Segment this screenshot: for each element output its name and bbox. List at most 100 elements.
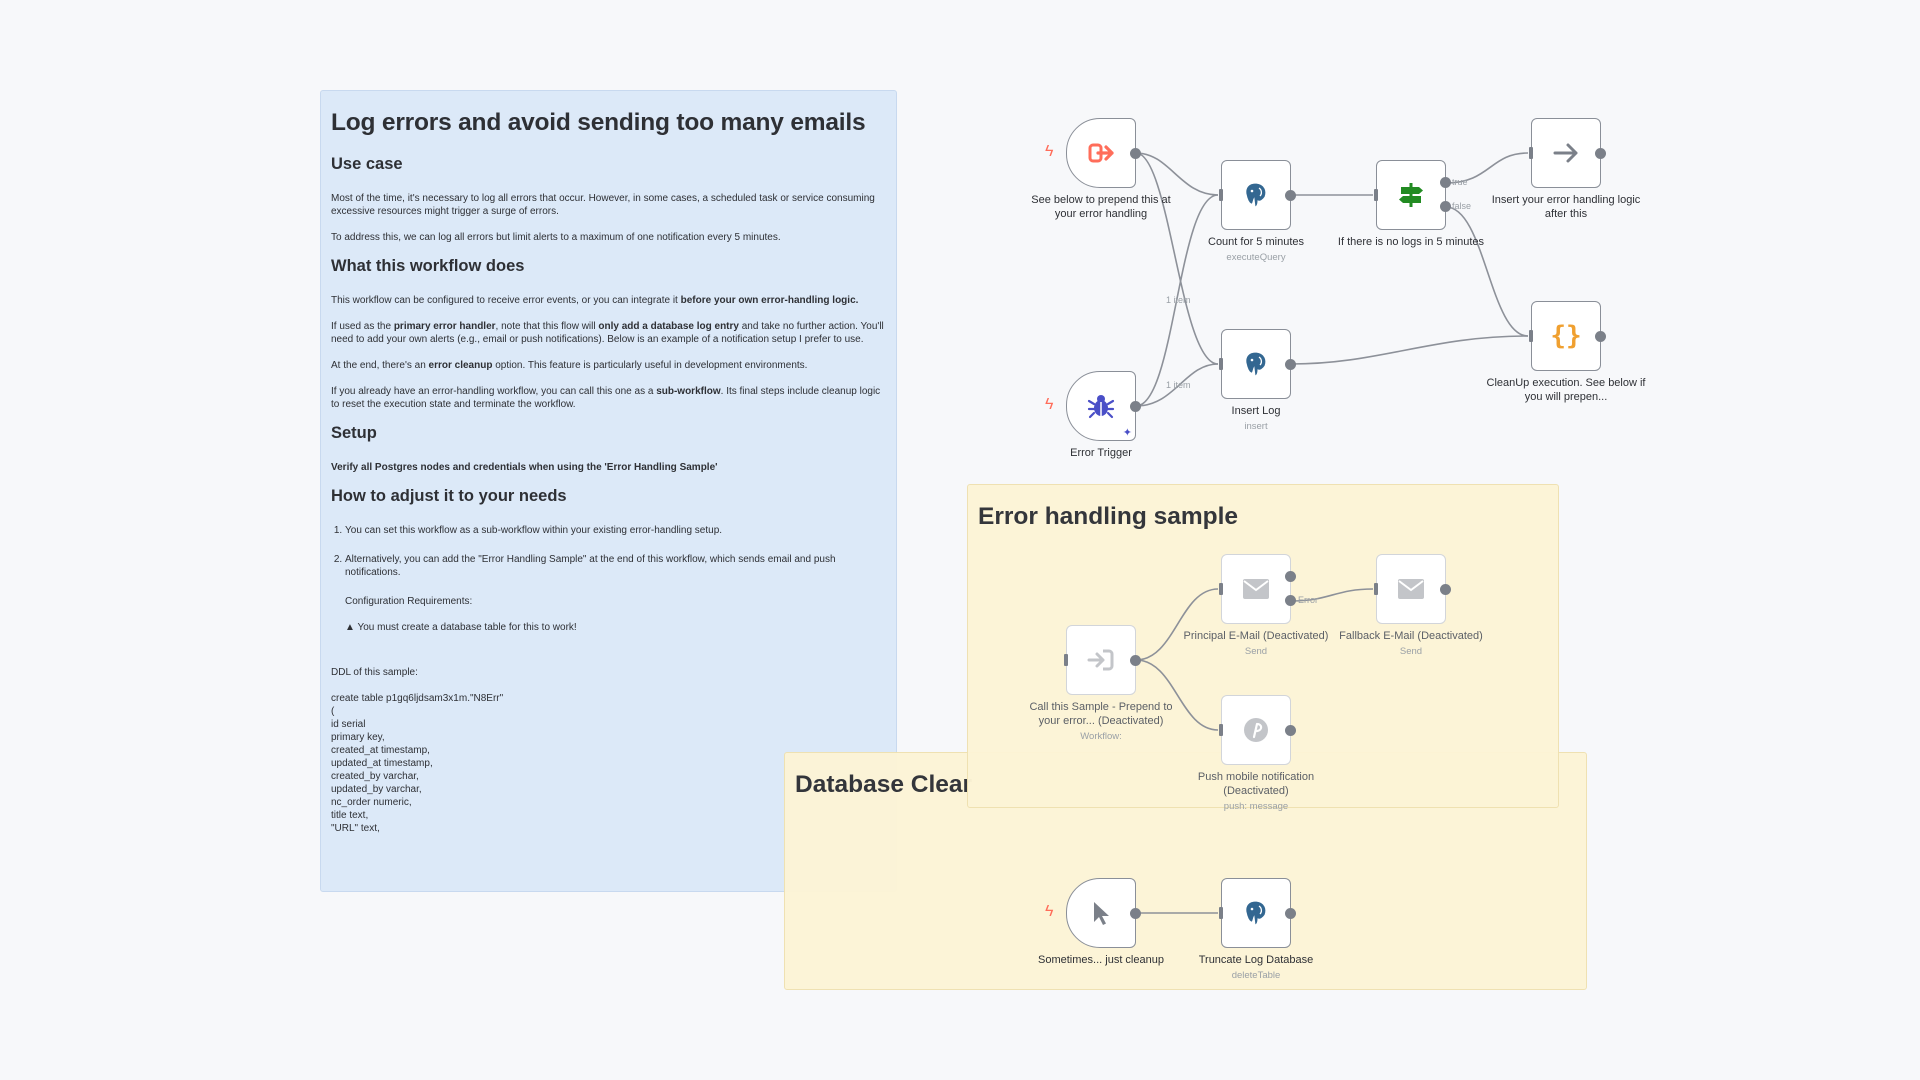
output-handle[interactable]: [1285, 908, 1296, 919]
ddl-code: create table p1gq6ljdsam3x1m."N8Err" ( i…: [331, 692, 886, 835]
cursor-icon: [1088, 899, 1114, 927]
input-handle[interactable]: [1219, 189, 1223, 201]
node-label: Insert Log insert: [1176, 404, 1336, 434]
node-subtitle: executeQuery: [1226, 252, 1286, 263]
node-cleanup-execution[interactable]: {}: [1529, 301, 1606, 371]
connection-insertlog-cleanup[interactable]: [1290, 335, 1529, 365]
text-span: This workflow can be configured to recei…: [331, 295, 681, 306]
list-item: You can set this workflow as a sub-workf…: [345, 524, 886, 537]
node-call-sample[interactable]: [1064, 625, 1141, 695]
text-span: At the end, there's an: [331, 360, 429, 371]
output-handle[interactable]: [1285, 359, 1296, 370]
sticky-note-documentation[interactable]: Log errors and avoid sending too many em…: [320, 90, 897, 892]
node-title: Insert Log: [1231, 405, 1281, 417]
output-handle[interactable]: [1595, 148, 1606, 159]
output-handle[interactable]: [1440, 584, 1451, 595]
postgres-icon: [1241, 898, 1271, 928]
input-handle[interactable]: [1219, 583, 1223, 595]
input-handle[interactable]: [1374, 583, 1378, 595]
connection-principal-fallback[interactable]: [1290, 588, 1374, 602]
ddl-line: title text,: [331, 810, 369, 821]
node-insert-log[interactable]: [1219, 329, 1296, 399]
bold-span: error cleanup: [428, 360, 493, 371]
node-label: Error Trigger: [1070, 447, 1132, 459]
trigger-bolt-icon: ϟ: [1045, 143, 1054, 160]
ddl-line: updated_by varchar,: [331, 784, 422, 795]
connection-call-push[interactable]: [1135, 659, 1219, 731]
sign-out-icon: [1087, 139, 1115, 167]
connection-if-true[interactable]: [1445, 152, 1529, 184]
node-error-trigger[interactable]: ϟ ✦: [1045, 371, 1141, 441]
input-handle[interactable]: [1374, 189, 1378, 201]
text-span: and take no further action. You'll need …: [331, 321, 884, 345]
output-handle-false[interactable]: [1440, 201, 1451, 212]
list-item: Alternatively, you can add the "Error Ha…: [345, 553, 886, 579]
bug-icon: [1087, 392, 1115, 420]
connection-call-principal[interactable]: [1135, 588, 1219, 661]
node-subtitle: insert: [1244, 421, 1268, 432]
node-title: Call this Sample - Prepend to your error…: [1029, 701, 1173, 727]
node-label: Fallback E-Mail (Deactivated) Send: [1331, 629, 1491, 659]
text-span: If you already have an error-handling wo…: [331, 386, 657, 397]
output-handle-true[interactable]: [1440, 177, 1451, 188]
use-case-heading: Use case: [331, 155, 403, 173]
node-label: Insert your error handling logic after t…: [1491, 194, 1641, 220]
output-handle[interactable]: [1595, 331, 1606, 342]
ddl-line: updated_at timestamp,: [331, 758, 433, 769]
node-truncate-log-database[interactable]: [1219, 878, 1296, 948]
node-subtitle: Send: [1399, 646, 1423, 657]
trigger-bolt-icon: ϟ: [1045, 396, 1054, 413]
bold-span: primary error handler: [393, 321, 496, 332]
use-case-paragraph-2: To address this, we can log all errors b…: [331, 232, 781, 243]
input-handle[interactable]: [1219, 358, 1223, 370]
output-handle[interactable]: [1130, 401, 1141, 412]
node-subtitle: Send: [1244, 646, 1268, 657]
output-handle-error[interactable]: [1285, 595, 1296, 606]
input-handle[interactable]: [1064, 654, 1068, 666]
text-span: , note that this flow will: [495, 321, 599, 332]
output-handle[interactable]: [1130, 908, 1141, 919]
output-handle[interactable]: [1130, 655, 1141, 666]
edge-label-items: 1 item: [1166, 295, 1191, 305]
text-span: If used as the: [331, 321, 394, 332]
input-handle[interactable]: [1529, 330, 1533, 342]
setup-paragraph: Verify all Postgres nodes and credential…: [331, 461, 886, 474]
node-title: Principal E-Mail (Deactivated): [1183, 630, 1329, 642]
output-handle[interactable]: [1130, 148, 1141, 159]
config-requirements: Configuration Requirements:: [345, 596, 473, 607]
connection-if-false[interactable]: [1445, 206, 1529, 337]
output-handle[interactable]: [1285, 190, 1296, 201]
postgres-icon: [1241, 180, 1271, 210]
input-handle[interactable]: [1529, 147, 1533, 159]
output-handle[interactable]: [1285, 725, 1296, 736]
connection-trigger-insertlog[interactable]: [1135, 363, 1219, 407]
pushover-icon: [1242, 716, 1270, 744]
input-handle[interactable]: [1219, 724, 1223, 736]
node-manual-cleanup-trigger[interactable]: ϟ: [1045, 878, 1141, 948]
node-label: If there is no logs in 5 minutes: [1337, 236, 1485, 248]
bold-span: before your own error-handling logic.: [680, 295, 859, 306]
note-title: Error handling sample: [978, 503, 1239, 530]
warning-text: ▲ You must create a database table for t…: [345, 622, 577, 633]
input-handle[interactable]: [1219, 907, 1223, 919]
node-title: Fallback E-Mail (Deactivated): [1339, 630, 1483, 642]
node-subtitle: deleteTable: [1231, 970, 1281, 981]
node-if-no-logs[interactable]: [1374, 160, 1451, 230]
node-principal-email[interactable]: [1219, 554, 1296, 624]
node-push-notification[interactable]: [1219, 695, 1296, 765]
node-fallback-email[interactable]: [1374, 554, 1451, 624]
bold-span: Verify all Postgres nodes and credential…: [331, 462, 718, 473]
node-insert-logic-placeholder[interactable]: [1529, 118, 1606, 188]
output-handle-success[interactable]: [1285, 571, 1296, 582]
connection-prepend-insertlog[interactable]: [1135, 152, 1219, 365]
connection-prepend-count[interactable]: [1135, 152, 1219, 196]
node-label: See below to prepend this at your error …: [1031, 194, 1171, 220]
what-heading: What this workflow does: [331, 257, 525, 275]
node-count-5-minutes[interactable]: [1219, 160, 1296, 230]
adjust-heading: How to adjust it to your needs: [331, 487, 567, 505]
braces-icon: {}: [1550, 321, 1582, 351]
node-prepend-trigger[interactable]: ϟ: [1045, 118, 1141, 188]
connection-trigger-count[interactable]: [1135, 194, 1219, 407]
